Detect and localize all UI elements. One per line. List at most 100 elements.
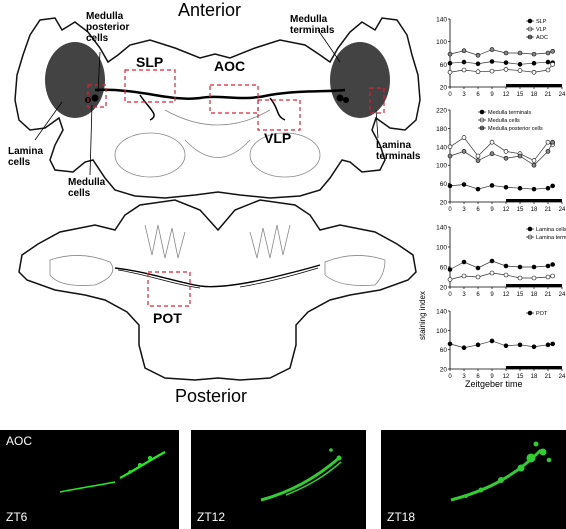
data-point <box>531 158 537 163</box>
data-point <box>475 158 481 163</box>
x-tick-label: 15 <box>517 92 524 98</box>
data-point <box>545 274 551 280</box>
legend-label: SLP <box>536 19 547 25</box>
data-point <box>447 183 453 189</box>
x-tick-label: 12 <box>503 374 510 380</box>
data-point <box>461 59 467 65</box>
label-aoc: AOC <box>214 58 246 74</box>
data-point <box>550 139 555 145</box>
data-point <box>545 149 551 154</box>
x-tick-label: 21 <box>545 292 552 298</box>
data-point <box>531 162 537 168</box>
data-point <box>550 183 555 189</box>
data-point <box>531 60 537 66</box>
data-point <box>503 50 509 56</box>
x-tick-label: 9 <box>490 292 494 298</box>
data-point <box>489 139 495 145</box>
y-tick-label: 140 <box>436 309 447 316</box>
data-point <box>461 48 467 54</box>
data-point <box>550 48 555 54</box>
y-tick-label: 60 <box>440 181 448 188</box>
data-point <box>489 338 495 344</box>
data-point <box>475 52 481 58</box>
x-tick-label: 9 <box>490 207 494 213</box>
x-tick-label: 6 <box>476 374 480 380</box>
dark-phase-bar <box>506 284 562 287</box>
legend-label: VLP <box>536 27 547 33</box>
data-point <box>475 61 481 67</box>
data-point <box>447 60 453 66</box>
pot-box <box>147 271 191 307</box>
micrograph-zt12-label: ZT12 <box>197 510 226 524</box>
x-tick-label: 3 <box>462 207 466 213</box>
data-point <box>475 153 481 159</box>
x-tick-label: 0 <box>448 207 452 213</box>
data-point <box>461 259 467 265</box>
micrograph-zt6-label: ZT6 <box>6 510 28 524</box>
y-tick-label: 20 <box>440 200 448 207</box>
data-point <box>545 59 551 65</box>
data-point <box>503 263 509 269</box>
micrograph-zt18: ZT18 <box>381 430 566 529</box>
label-vlp: VLP <box>264 130 292 146</box>
data-point <box>503 149 509 154</box>
y-tick-label: 100 <box>436 39 447 46</box>
x-tick-label: 0 <box>448 374 452 380</box>
x-tick-label: 15 <box>517 292 524 298</box>
data-point <box>489 183 495 188</box>
x-tick-label: 12 <box>503 292 510 298</box>
x-tick-label: 18 <box>531 92 538 98</box>
x-tick-label: 3 <box>462 92 466 98</box>
data-point <box>531 275 537 281</box>
data-point <box>517 185 523 191</box>
data-point <box>545 263 551 269</box>
data-point <box>517 153 523 159</box>
data-point <box>461 345 467 351</box>
posterior-staining <box>114 264 321 289</box>
y-tick-label: 20 <box>440 285 448 292</box>
data-point <box>517 275 523 281</box>
y-tick-label: 140 <box>436 225 447 232</box>
data-point <box>447 69 453 75</box>
data-point <box>503 60 509 65</box>
data-point <box>550 273 555 279</box>
data-point <box>489 151 495 156</box>
x-tick-label: 6 <box>476 292 480 298</box>
data-point <box>461 67 467 73</box>
micrograph-zt12: ZT12 <box>191 430 366 529</box>
legend-label: Lamina terminals <box>536 235 566 241</box>
data-point <box>447 153 453 159</box>
x-tick-label: 6 <box>476 92 480 98</box>
data-point <box>447 277 453 282</box>
x-tick-label: 0 <box>448 92 452 98</box>
data-point <box>531 69 537 75</box>
legend-label: Medulla cells <box>488 118 520 124</box>
y-tick-label: 20 <box>440 85 448 92</box>
data-point <box>545 139 551 145</box>
x-tick-label: 9 <box>490 374 494 380</box>
y-tick-label: 60 <box>440 62 448 69</box>
data-point <box>517 342 523 348</box>
y-tick-label: 100 <box>436 328 447 335</box>
data-point <box>517 62 523 67</box>
label-medulla-posterior-cells: Medulla posterior cells <box>86 11 130 44</box>
dark-phase-bar <box>506 84 562 87</box>
data-point <box>489 270 495 276</box>
x-tick-label: 6 <box>476 207 480 213</box>
posterior-brain-outline <box>18 199 417 381</box>
anterior-staining <box>45 42 390 121</box>
data-point <box>447 341 453 347</box>
data-point <box>517 264 523 270</box>
data-point <box>475 69 481 75</box>
data-point <box>531 51 537 57</box>
x-tick-label: 21 <box>545 92 552 98</box>
label-lamina-cells: Lamina cells <box>8 146 44 168</box>
data-point <box>461 135 467 140</box>
data-point <box>531 186 537 192</box>
legend-label: AOC <box>536 35 548 41</box>
y-tick-label: 100 <box>436 245 447 252</box>
posterior-title: Posterior <box>175 386 248 406</box>
data-point <box>517 50 523 56</box>
legend-label: Medulla terminals <box>488 110 531 116</box>
data-point <box>550 341 555 347</box>
